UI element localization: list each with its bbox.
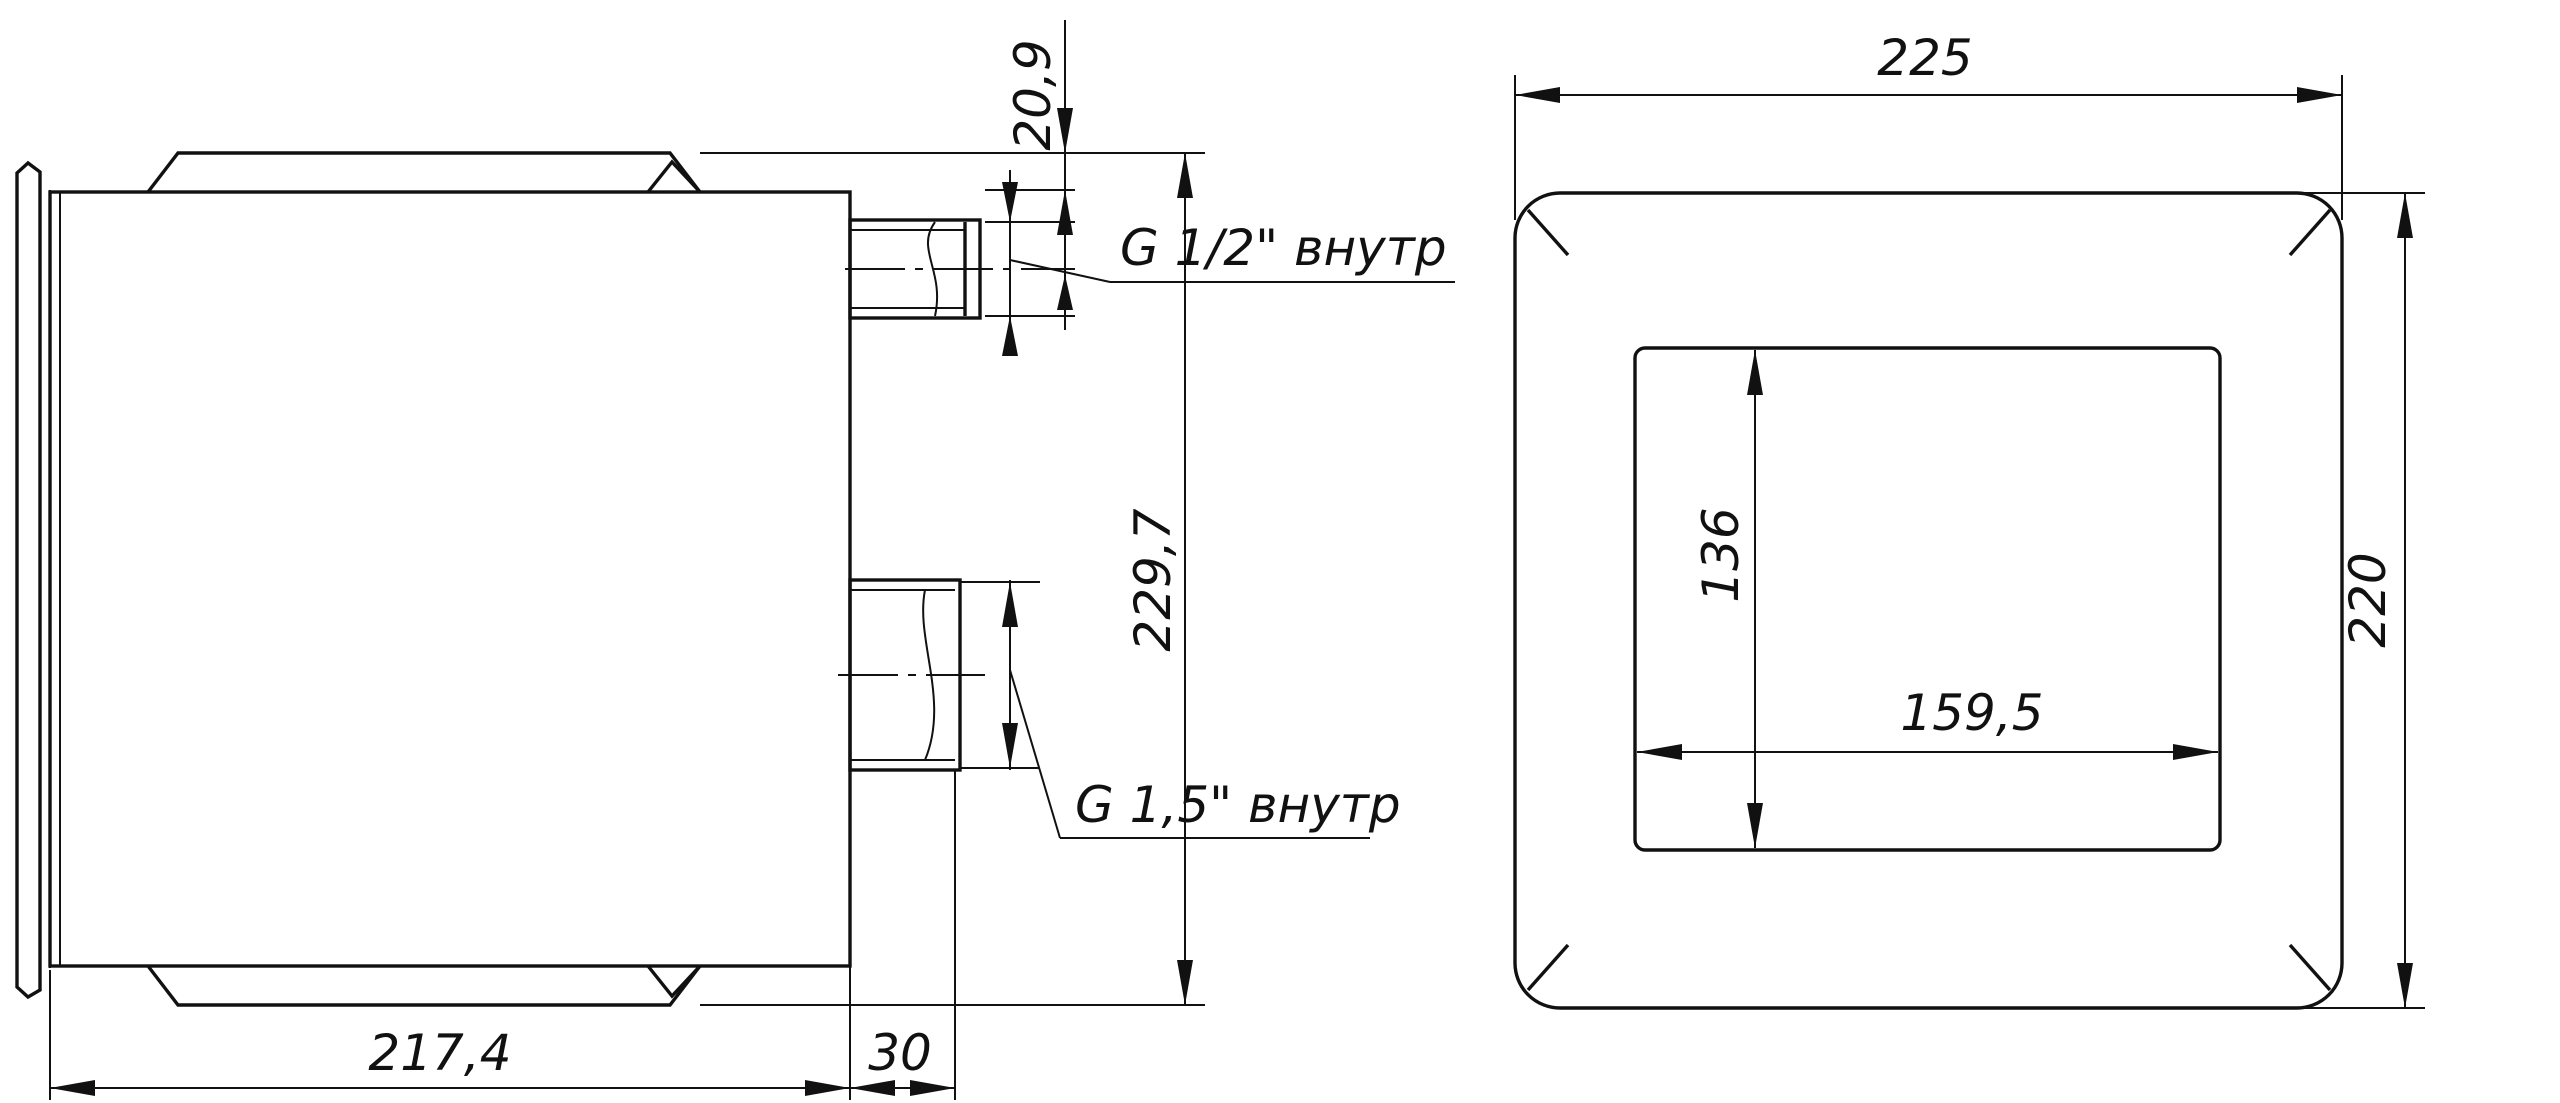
dim-window-height-label: 136 xyxy=(1692,507,1750,602)
main-body xyxy=(48,190,852,968)
small-fitting-label: G 1/2" внутр xyxy=(1120,219,1447,277)
dim-depth-label: 217,4 xyxy=(368,1024,511,1082)
large-fitting xyxy=(838,578,985,772)
bottom-clip xyxy=(146,964,702,1007)
dim-top-offset: 20,9 xyxy=(985,20,1075,330)
large-fitting-label: G 1,5" внутр xyxy=(1075,776,1401,834)
dim-window-width-label: 159,5 xyxy=(1900,684,2043,742)
dim-front-width-label: 225 xyxy=(1877,29,1972,87)
dim-height: 229,7 xyxy=(700,152,1205,1006)
front-view: 225 220 136 159,5 xyxy=(1513,29,2425,1010)
dim-front-width: 225 xyxy=(1514,29,2343,220)
dim-depth: 217,4 30 xyxy=(49,770,956,1100)
dim-large-fitting: G 1,5" внутр xyxy=(960,580,1401,839)
dim-window-width: 159,5 xyxy=(1637,684,2218,760)
corner-marks xyxy=(1526,208,2332,992)
dim-small-fitting: G 1/2" внутр xyxy=(985,170,1455,356)
dim-window-height: 136 xyxy=(1692,350,1763,848)
front-window xyxy=(1633,346,2222,852)
dim-top-offset-label: 20,9 xyxy=(1004,39,1062,150)
dim-front-height-label: 220 xyxy=(2339,552,2397,647)
side-view: 217,4 30 229,7 20,9 xyxy=(15,20,1455,1100)
front-plate xyxy=(1513,191,2344,1010)
top-clip xyxy=(146,151,702,194)
flange xyxy=(15,160,61,1000)
small-fitting xyxy=(845,218,1075,320)
dim-fitting-length-label: 30 xyxy=(868,1024,932,1082)
dim-front-height: 220 xyxy=(2300,192,2425,1009)
dim-height-label: 229,7 xyxy=(1124,508,1182,651)
